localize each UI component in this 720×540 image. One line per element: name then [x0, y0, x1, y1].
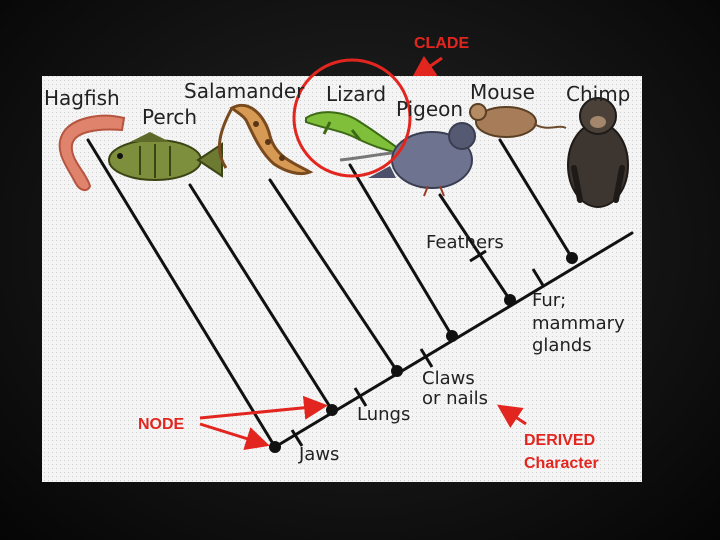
taxon-label-perch: Perch [142, 105, 197, 129]
tick-feathers [469, 249, 487, 263]
node-arrow-lower [199, 422, 270, 451]
tick-jaws [290, 429, 304, 447]
branch-hagfish [86, 138, 277, 449]
diagram-panel [42, 76, 642, 482]
clade-label: CLADE [414, 35, 469, 52]
character-ticks [290, 249, 546, 447]
character-label-feathers: Feathers [426, 232, 504, 253]
character-label-claws-1: Claws [422, 368, 475, 389]
character-label-fur-1: Fur; [532, 290, 566, 311]
salamander-illustration [218, 103, 314, 176]
node-pigeon [504, 294, 516, 306]
branch-salamander [268, 178, 399, 373]
taxon-label-mouse: Mouse [470, 80, 535, 104]
tick-lungs [353, 387, 368, 407]
branch-lizard [348, 163, 454, 338]
taxon-label-lizard: Lizard [326, 82, 386, 106]
derived-label-line2: Character [524, 455, 599, 472]
taxon-label-pigeon: Pigeon [396, 97, 463, 121]
mouse-illustration [469, 103, 567, 138]
node-lungs [326, 404, 338, 416]
tick-fur [531, 268, 546, 288]
character-label-jaws: Jaws [298, 444, 339, 465]
character-label-lungs: Lungs [357, 404, 410, 425]
chimp-illustration [567, 97, 629, 208]
taxon-label-salamander: Salamander [184, 79, 305, 103]
derived-label-line1: DERIVED [524, 432, 595, 449]
node-jaws [269, 441, 281, 453]
branch-pigeon [438, 193, 512, 302]
nodes [269, 252, 578, 453]
character-label-claws-2: or nails [422, 388, 488, 409]
taxon-label-chimp: Chimp [566, 82, 630, 106]
pigeon-illustration [368, 122, 476, 197]
branch-perch [188, 183, 334, 412]
character-label-fur-3: glands [532, 335, 592, 356]
node-arrow-upper [199, 395, 328, 420]
clade-arrow [411, 55, 443, 80]
taxon-label-hagfish: Hagfish [44, 86, 120, 110]
hagfish-illustration [58, 114, 126, 192]
tick-claws [419, 348, 434, 368]
clade-circle [292, 58, 412, 178]
node-mammal [566, 252, 578, 264]
node-label: NODE [138, 416, 185, 433]
node-amniote [446, 330, 458, 342]
branch-mouse [498, 138, 574, 260]
node-claws [391, 365, 403, 377]
derived-arrow [497, 404, 527, 428]
character-label-fur-2: mammary [532, 313, 625, 334]
perch-illustration [108, 132, 223, 181]
